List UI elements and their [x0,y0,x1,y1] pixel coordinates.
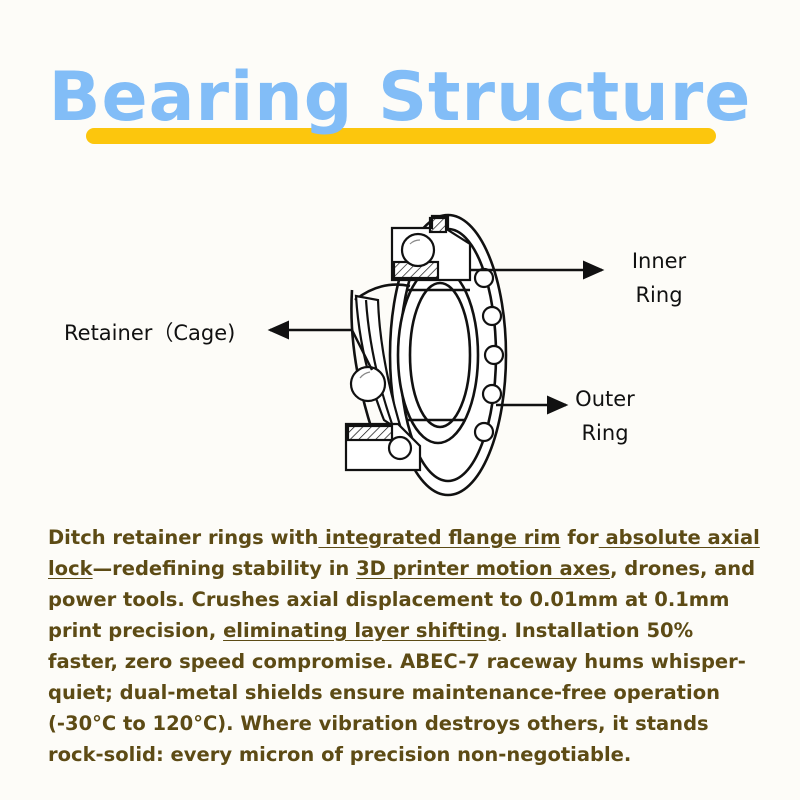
page-title: Bearing Structure [48,58,752,137]
label-inner-ring-line2: Ring [635,283,683,307]
bearing-diagram [267,213,605,497]
label-outer-ring-line1: Outer [575,387,635,411]
label-outer-ring: Outer Ring [570,382,640,450]
inner-ring-shape [396,265,480,445]
title-underline-bar [86,128,716,144]
label-inner-ring-line1: Inner [631,249,687,273]
description-highlight: 3D printer motion axes [356,557,611,580]
description-text: , drones, and power tools. Crushes axial… [48,557,756,642]
label-outer-ring-line2: Ring [581,421,629,445]
description-highlight: integrated flange rim [318,526,561,549]
label-retainer-cage: Retainer（Cage) [64,321,236,345]
ball-highlights [359,239,421,379]
description-highlight: absolute axial lock [48,526,760,580]
label-inner-ring: Inner Ring [614,244,704,312]
description-text: for [560,526,599,549]
description-paragraph: Ditch retainer rings with integrated fla… [48,522,766,770]
description-highlight: eliminating layer shifting [223,619,501,642]
ball-elements [349,232,505,461]
description-text: —redefining stability in [92,557,357,580]
title-area: Bearing Structure [0,52,800,152]
description-text: Ditch retainer rings with [48,526,319,549]
description-text: . Installation 50% faster, zero speed co… [48,619,746,766]
arrow-retainer [267,320,374,371]
